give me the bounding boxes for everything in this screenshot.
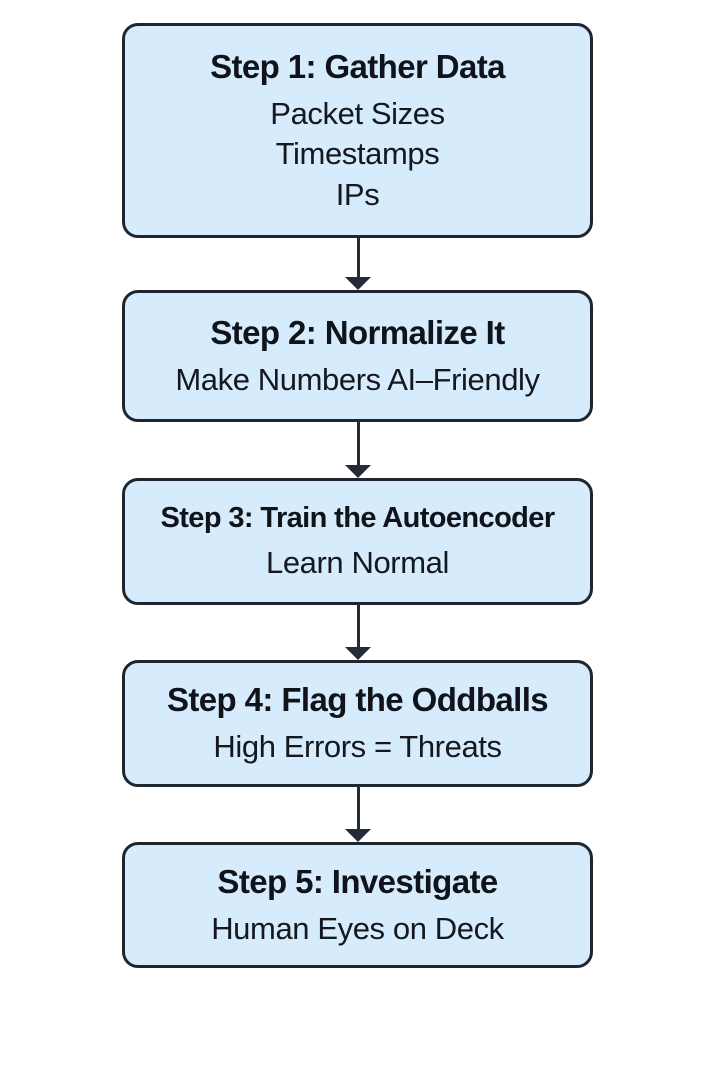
step-3-title: Step 3: Train the Autoencoder [160,501,555,534]
step-box-5-investigate: Step 5: Investigate Human Eyes on Deck [122,842,593,968]
flow-arrow-3 [344,604,372,660]
step-2-detail-line: Make Numbers AI–Friendly [175,361,540,397]
step-5-detail-line: Human Eyes on Deck [211,910,504,946]
arrow-down-icon [345,277,371,290]
arrow-line [356,604,360,648]
step-4-title: Step 4: Flag the Oddballs [166,681,549,719]
step-2-title: Step 2: Normalize It [210,313,505,351]
arrow-line [356,421,360,466]
step-3-detail-line: Learn Normal [265,544,449,580]
arrow-down-icon [345,829,371,842]
step-1-detail-line: Packet Sizes [270,96,445,132]
step-box-4-flag-oddballs: Step 4: Flag the Oddballs High Errors = … [122,660,593,787]
step-box-1-gather-data: Step 1: Gather Data Packet Sizes Timesta… [122,23,593,238]
step-box-3-train-autoencoder: Step 3: Train the Autoencoder Learn Norm… [122,478,593,605]
arrow-down-icon [345,465,371,478]
arrow-down-icon [345,647,371,660]
step-1-title: Step 1: Gather Data [210,47,505,85]
arrow-line [356,238,360,278]
step-1-detail-line: Timestamps [275,136,440,172]
step-box-2-normalize: Step 2: Normalize It Make Numbers AI–Fri… [122,290,593,422]
step-5-title: Step 5: Investigate [217,862,498,900]
flow-arrow-2 [344,421,372,478]
flow-arrow-4 [344,786,372,842]
step-4-detail-line: High Errors = Threats [213,729,502,765]
step-1-detail-line: IPs [335,176,380,212]
arrow-line [356,786,360,830]
flow-arrow-1 [344,238,372,290]
